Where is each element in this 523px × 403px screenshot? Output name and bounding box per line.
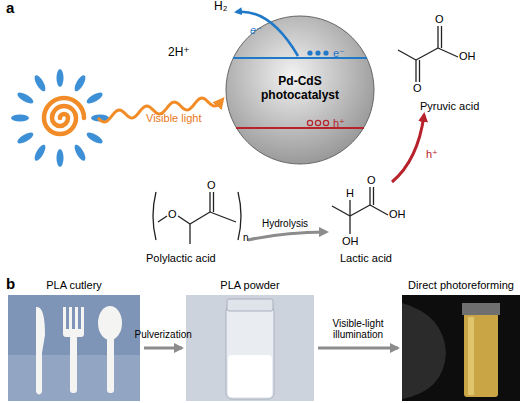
hole-dot	[323, 120, 328, 125]
sun-ray	[11, 115, 29, 122]
photo-image	[8, 295, 140, 401]
text-label: O	[367, 174, 376, 186]
photo-heading: PLA powder	[166, 279, 334, 292]
sun-ray	[32, 74, 47, 93]
hole-arrow	[392, 115, 424, 182]
photo-heading: Direct photoreforming	[382, 279, 523, 292]
conduction-band	[233, 57, 367, 59]
photo-panel: Direct photoreforming	[402, 279, 520, 401]
text-label: H₂	[214, 0, 227, 13]
hydrolysis-arrow	[248, 232, 326, 240]
edge-label: Pulverization	[135, 329, 192, 340]
text-label: e⁻	[250, 24, 262, 36]
process-arrow	[318, 347, 398, 350]
text-label: 2H⁺	[168, 46, 190, 59]
photo-panel: PLA powder	[186, 279, 314, 401]
electron-dot	[315, 50, 320, 55]
sun-ray	[16, 90, 35, 105]
text-label: h⁺	[426, 148, 438, 160]
pyruvic-bonds	[398, 26, 458, 82]
electron-dot	[307, 50, 312, 55]
sun-ray	[57, 69, 64, 87]
text-label: e⁻	[333, 47, 345, 59]
sun-ray	[91, 115, 109, 122]
sun-spiral	[44, 98, 84, 134]
text-label: O	[435, 13, 444, 25]
sun-ray	[32, 143, 47, 162]
sun-ray	[72, 143, 87, 162]
edge-label: Visible-light illumination	[316, 318, 400, 340]
node-label: Pd-CdS photocatalyst	[255, 75, 345, 103]
sun-ray	[85, 90, 104, 105]
text-label: h⁺	[333, 117, 345, 129]
text-label: Hydrolysis	[262, 218, 308, 229]
text-label: Visible light	[146, 112, 201, 124]
text-label: Lactic acid	[340, 252, 392, 264]
electron-dot	[323, 50, 328, 55]
text-label: O	[413, 82, 422, 94]
hole-dot	[307, 120, 312, 125]
photocatalyst-circle: Pd-CdS photocatalyst	[225, 15, 375, 165]
catalyst-particle	[226, 16, 374, 164]
text-label: OH	[342, 235, 359, 247]
text-label: Pyruvic acid	[420, 100, 479, 112]
polylactic-bonds	[153, 192, 241, 244]
photo-panel: PLA cutlery	[8, 279, 140, 401]
lactic-bonds	[332, 187, 388, 234]
text-label: O	[207, 179, 216, 191]
text-label: O	[168, 208, 177, 220]
sun-ray	[16, 130, 35, 145]
text-label: b	[6, 276, 15, 293]
process-arrow	[144, 347, 182, 350]
text-label: n	[243, 232, 249, 243]
text-label: Polylactic acid	[146, 252, 216, 264]
sun-ray	[72, 74, 87, 93]
hole-dot	[315, 120, 320, 125]
text-label: OH	[459, 50, 476, 62]
sun-icon	[11, 69, 109, 167]
photo-image	[402, 295, 520, 401]
sun-ray	[57, 149, 64, 167]
text-label: H	[346, 187, 354, 199]
photo-image	[186, 295, 314, 401]
text-label: OH	[389, 208, 406, 220]
sun-ray	[85, 130, 104, 145]
photo-heading: PLA cutlery	[0, 279, 160, 292]
text-label: a	[6, 0, 14, 17]
